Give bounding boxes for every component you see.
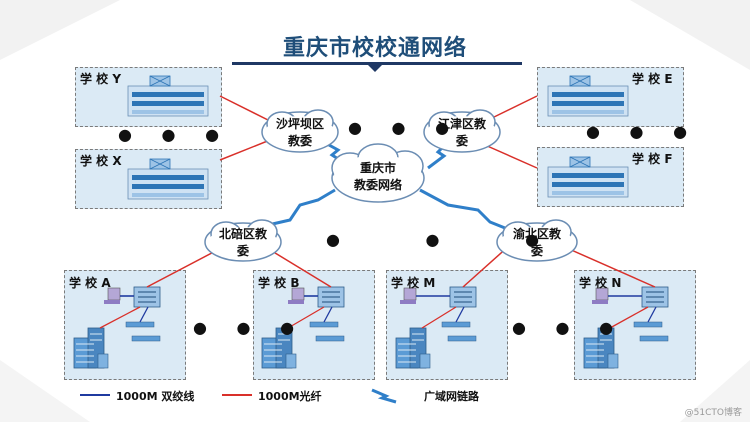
school-y-building	[127, 75, 209, 117]
school-a-label: 学 校 A	[69, 276, 111, 290]
watermark: @51CTO博客	[684, 408, 742, 418]
school-e-building	[547, 75, 629, 117]
cloud-center-label: 重庆市 教委网络	[353, 161, 402, 192]
cloud-beibei-label: 北碚区教 委	[218, 227, 267, 258]
cloud-jiangjin-label: 江津区教 委	[437, 117, 486, 148]
school-m-label: 学 校 M	[391, 276, 436, 290]
cloud-yubei-label: 渝北区教 委	[512, 227, 561, 258]
ellipsis-center-top: ● ● ●	[348, 118, 462, 137]
school-b-label: 学 校 B	[258, 276, 300, 290]
diagram-title: 重庆市校校通网络	[282, 36, 467, 61]
legend-wan-icon	[371, 388, 397, 404]
ellipsis-right-top: ● ● ●	[586, 122, 700, 141]
school-b-network	[261, 286, 345, 369]
school-e-label: 学 校 E	[632, 72, 673, 86]
school-x-label: 学 校 X	[80, 154, 122, 168]
title-underline	[232, 62, 522, 65]
legend-fiber-label: 1000M光纤	[258, 390, 322, 403]
ellipsis-bottom-right: ● ● ●	[512, 318, 626, 337]
ellipsis-left-top: ● ● ●	[118, 125, 232, 144]
legend-wan-label: 广域网链路	[424, 390, 479, 403]
school-n-network	[583, 286, 669, 369]
school-x-building	[127, 158, 209, 200]
title-arrow-icon	[367, 64, 383, 72]
school-f-building	[547, 156, 629, 198]
ellipsis-bottom-left: ● ● ●	[193, 318, 307, 337]
school-n-label: 学 校 N	[579, 276, 622, 290]
legend-twisted-pair-label: 1000M 双绞线	[116, 390, 195, 403]
cloud-shapingba-label: 沙坪坝区 教委	[275, 117, 324, 148]
school-y-label: 学 校 Y	[80, 72, 122, 86]
school-f-label: 学 校 F	[632, 152, 673, 166]
ellipsis-center: ● ● ●	[326, 230, 580, 249]
school-a-network	[73, 286, 161, 369]
school-m-network	[395, 286, 477, 369]
